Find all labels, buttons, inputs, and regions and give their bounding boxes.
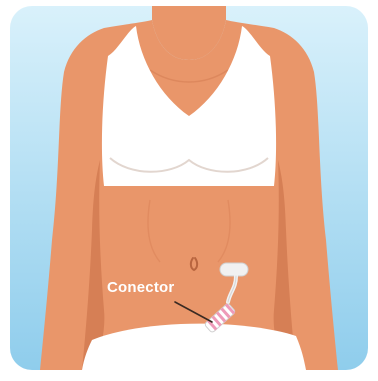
connector-label: Conector [107,280,174,295]
torso [40,20,338,370]
port-pad [220,263,248,276]
